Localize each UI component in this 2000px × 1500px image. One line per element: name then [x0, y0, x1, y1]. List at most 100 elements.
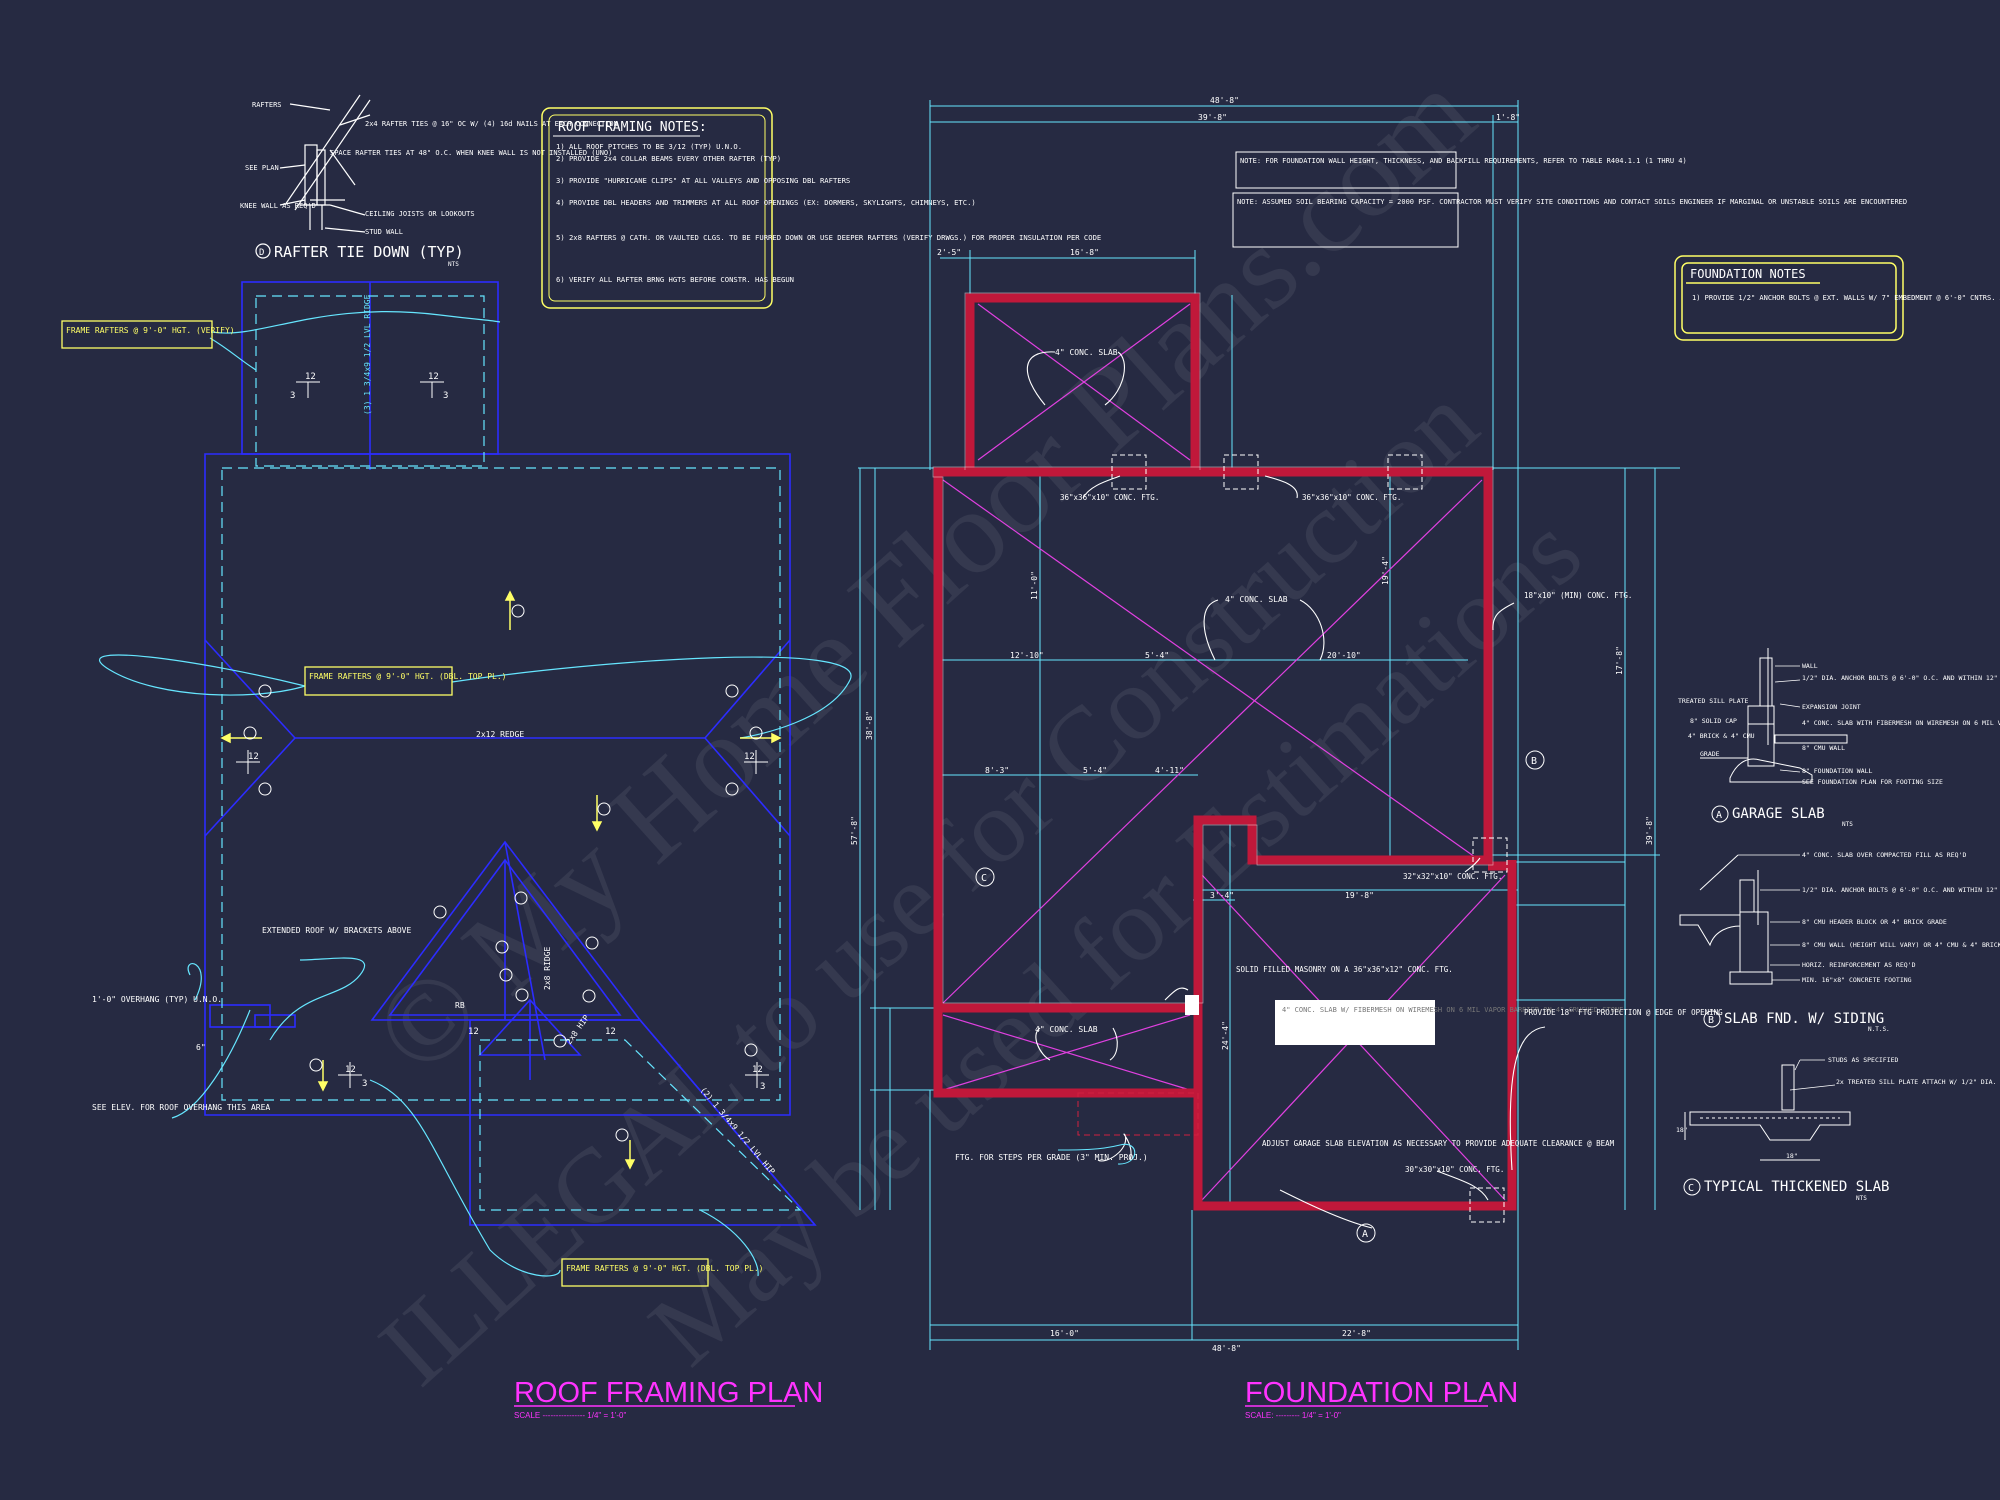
slab-label-main: 4" CONC. SLAB	[1225, 595, 1288, 604]
detail-c-note-studs: STUDS AS SPECIFIED	[1828, 1056, 1899, 1064]
foundation-dimensions	[858, 100, 1680, 1350]
dim-left-overall: 38'-8"	[865, 711, 874, 740]
detail-a-scale: NTS	[1842, 821, 1853, 828]
footing-pads	[1111, 454, 1508, 1223]
rafter-detail-marker: D	[259, 248, 264, 258]
pitch-2-rise: 12	[428, 372, 439, 382]
detail-b-drawing	[1679, 854, 1773, 985]
detail-c-drawing	[1684, 1064, 1851, 1161]
callout-middle: FRAME RAFTERS @ 9'-0" HGT. (DBL. TOP PL.…	[309, 672, 506, 681]
detail-c-marker: C	[1688, 1183, 1694, 1194]
footing-label-3: 32"x32"x10" CONC. FTG.	[1403, 872, 1502, 881]
dim-10: 3'-4"	[1210, 891, 1234, 900]
step-footing	[1077, 1092, 1199, 1136]
foundation-wall-outline	[932, 292, 1494, 1004]
foundation-plan-scale: SCALE: --------- 1/4" = 1'-0"	[1245, 1411, 1341, 1420]
detail-c-leaders	[1789, 1059, 1836, 1091]
detail-b-note-header: 8" CMU HEADER BLOCK OR 4" BRICK GRADE	[1802, 918, 1947, 926]
detail-a-note-see: SEE FOUNDATION PLAN FOR FOOTING SIZE	[1802, 778, 1943, 786]
pitch-5-rise: 12	[468, 1027, 479, 1037]
steps-label: FTG. FOR STEPS PER GRADE (3" MIN. PROJ.)	[955, 1153, 1148, 1162]
callout-top: FRAME RAFTERS @ 9'-0" HGT. (VERIFY)	[66, 326, 235, 335]
roof-notes-title: ROOF FRAMING NOTES:	[558, 120, 707, 135]
lvl-ridge-label: (3) 1 3/4x9 1/2 LVL RIDGE	[363, 294, 372, 415]
dim-porch-width: 16'-8"	[1070, 248, 1099, 257]
see-plan-label: SEE PLAN	[245, 164, 279, 172]
dim-garage-width: 19'-8"	[1345, 891, 1374, 900]
dim-bottom-left: 16'-0"	[1050, 1329, 1079, 1338]
roof-note-1: 1) ALL ROOF PITCHES TO BE 3/12 (TYP) U.N…	[556, 142, 742, 151]
footing-label-4: 30"x30"x10" CONC. FTG.	[1405, 1165, 1504, 1174]
detail-c-scale: NTS	[1856, 1195, 1867, 1202]
dim-5: 5'-4"	[1083, 766, 1107, 775]
dim-bottom-right: 22'-8"	[1342, 1329, 1371, 1338]
detail-a-note-cmu: 8" CMU WALL	[1802, 744, 1845, 752]
adjust-slab-label: ADJUST GARAGE SLAB ELEVATION AS NECESSAR…	[1262, 1139, 1615, 1148]
slab-label-porch: 4" CONC. SLAB	[1055, 348, 1118, 357]
footing-label-2: 36"x36"x10" CONC. FTG.	[1302, 493, 1401, 502]
callout-bottom: FRAME RAFTERS @ 9'-0" HGT. (DBL. TOP PL.…	[566, 1264, 763, 1273]
ridge-label: 2x12 REDGE	[476, 730, 524, 739]
space-ties-label: SPACE RAFTER TIES AT 48" O.C. WHEN KNEE …	[330, 149, 612, 157]
tag-c: C	[981, 873, 987, 884]
roof-tag-circles	[243, 604, 763, 1142]
roof-callouts	[61, 320, 709, 1287]
detail-a-note-slab: 4" CONC. SLAB WITH FIBERMESH ON WIREMESH…	[1802, 719, 2000, 727]
detail-a-note-grade: GRADE	[1700, 750, 1720, 758]
foundation-leaders	[1026, 351, 1546, 1229]
pitch-3-rise: 12	[248, 752, 259, 762]
roof-note-2: 2) PROVIDE 2x4 COLLAR BEAMS EVERY OTHER …	[556, 154, 781, 163]
detail-b-marker-circle	[1703, 1010, 1721, 1028]
detail-c-marker-circle	[1683, 1178, 1701, 1196]
pitch-2-run: 3	[443, 391, 448, 401]
extended-roof-label: EXTENDED ROOF W/ BRACKETS ABOVE	[262, 926, 411, 935]
footing-label-1: 36"x36"x10" CONC. FTG.	[1060, 493, 1159, 502]
detail-b-leaders	[1738, 854, 1800, 981]
dim-2: 5'-4"	[1145, 651, 1169, 660]
hip-label: 2x8 HIP	[564, 1013, 591, 1046]
garage-slab-note: 4" CONC. SLAB W/ FIBERMESH ON WIREMESH O…	[1282, 1006, 1623, 1014]
roof-note-3: 3) PROVIDE "HURRICANE CLIPS" AT ALL VALL…	[556, 176, 850, 185]
dim-8: 19'-4"	[1381, 556, 1390, 585]
rafter-ties-label: 2x4 RAFTER TIES @ 16" OC W/ (4) 16d NAIL…	[365, 120, 618, 128]
pitch-8-run: 3	[760, 1082, 765, 1092]
see-elev-label: SEE ELEV. FOR ROOF OVERHANG THIS AREA	[92, 1103, 270, 1112]
dim-bottom-overall: 48'-8"	[1212, 1344, 1241, 1353]
overhang-dim: 6"	[196, 1043, 206, 1052]
dim-9: 24'-4"	[1221, 1021, 1230, 1050]
detail-a-title: GARAGE SLAB	[1732, 806, 1825, 822]
detail-b-marker: B	[1708, 1015, 1714, 1026]
detail-b-note-bolts: 1/2" DIA. ANCHOR BOLTS @ 6'-0" O.C. AND …	[1802, 886, 2000, 894]
detail-a-note-fwall: 8" FOUNDATION WALL	[1802, 767, 1873, 775]
detail-b-scale: N.T.S.	[1868, 1026, 1890, 1033]
dim-top-overall: 48'-8"	[1210, 96, 1239, 105]
detail-a-note-sill: TREATED SILL PLATE	[1678, 697, 1749, 705]
dim-top-main: 39'-8"	[1198, 113, 1227, 122]
dim-top-right: 1'-8"	[1496, 113, 1520, 122]
detail-a-note-brick: 4" BRICK & 4" CMU	[1688, 732, 1755, 740]
foundation-top-note-boxes	[1232, 151, 1459, 248]
dim-1: 12'-10"	[1010, 651, 1044, 660]
roof-note-5: 5) 2x8 RAFTERS @ CATH. OR VAULTED CLGS. …	[556, 233, 1101, 242]
dim-right-overall: 39'-8"	[1645, 816, 1654, 845]
detail-b-note-footing: MIN. 16"x8" CONCRETE FOOTING	[1802, 976, 1912, 984]
foundation-tag-circles	[975, 750, 1545, 1243]
pitch-7-rise: 12	[345, 1065, 356, 1075]
stud-wall-label: STUD WALL	[365, 228, 403, 236]
foundation-plan-title: FOUNDATION PLAN	[1245, 1377, 1518, 1409]
detail-a-marker: A	[1716, 810, 1722, 821]
provide-projection-label: PROVIDE 18" FTG PROJECTION @ EDGE OF OPE…	[1524, 1008, 1723, 1017]
foundation-note-1: NOTE: FOR FOUNDATION WALL HEIGHT, THICKN…	[1240, 157, 1687, 165]
foundation-notes-item: 1) PROVIDE 1/2" ANCHOR BOLTS @ EXT. WALL…	[1692, 294, 2000, 302]
ridge2-label: 2x8 RIDGE	[543, 946, 552, 990]
dim-6: 4'-11"	[1155, 766, 1184, 775]
pitch-7-run: 3	[362, 1079, 367, 1089]
dim-right-upper: 17'-8"	[1615, 646, 1624, 675]
detail-b-note-horiz: HORIZ. REINFORCEMENT AS REQ'D	[1802, 961, 1916, 969]
roof-plan-leaders	[99, 311, 852, 1277]
dim-3: 20'-10"	[1327, 651, 1361, 660]
detail-c-note-dim2: 18"	[1786, 1152, 1798, 1160]
tag-b: B	[1531, 756, 1537, 767]
pitch-1-rise: 12	[305, 372, 316, 382]
